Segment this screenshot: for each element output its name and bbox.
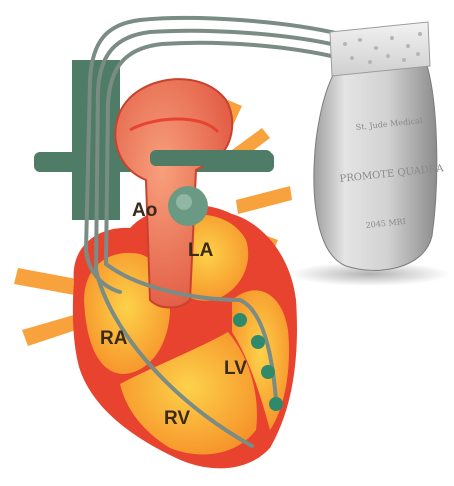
- electrode-1: [233, 313, 247, 327]
- device-header: [330, 22, 430, 76]
- electrode-2: [251, 335, 265, 349]
- electrode-3: [261, 365, 275, 379]
- label-right-atrium: RA: [100, 328, 128, 349]
- label-aorta: Ao: [132, 200, 157, 221]
- label-left-ventricle: LV: [224, 358, 247, 379]
- pacemaker-device: St. Jude Medical PROMOTE QUADRA 2045 MRI: [290, 22, 450, 286]
- label-right-ventricle: RV: [164, 408, 190, 429]
- label-left-atrium: LA: [188, 240, 214, 261]
- electrode-4: [269, 397, 283, 411]
